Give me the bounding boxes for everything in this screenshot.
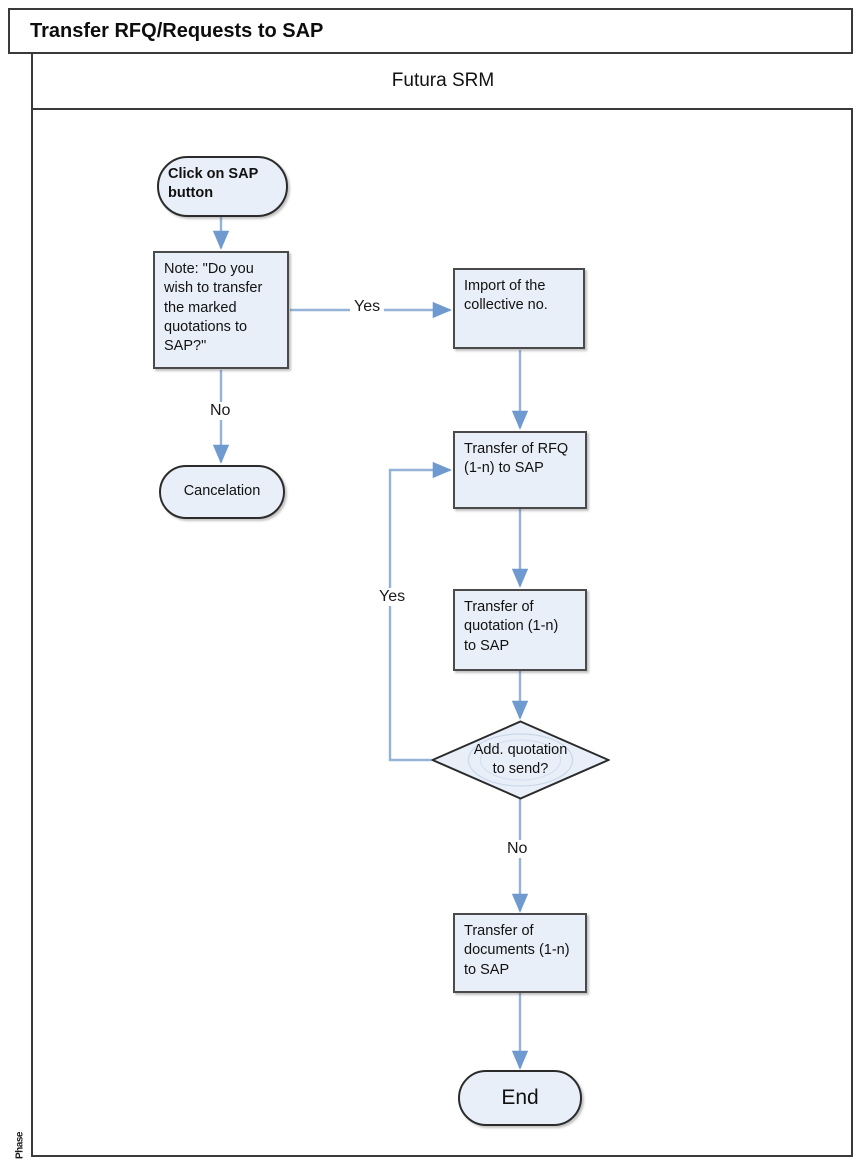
node-transfer-rfq-label: Transfer of RFQ (1-n) to SAP xyxy=(464,441,569,477)
phase-label: Phase xyxy=(14,1132,26,1159)
node-transfer-rfq[interactable]: Transfer of RFQ (1-n) to SAP xyxy=(453,431,587,509)
node-transfer-documents[interactable]: Transfer of documents (1-n) to SAP xyxy=(453,913,587,993)
node-note[interactable]: Note: "Do you wish to transfer the marke… xyxy=(153,251,289,369)
node-end[interactable]: End xyxy=(458,1070,582,1126)
lane-header: Futura SRM xyxy=(33,54,853,110)
node-note-label: Note: "Do you wish to transfer the marke… xyxy=(164,261,263,355)
pool-frame xyxy=(8,8,853,1157)
node-transfer-documents-label: Transfer of documents (1-n) to SAP xyxy=(464,923,570,978)
node-transfer-quotation[interactable]: Transfer of quotation (1-n) to SAP xyxy=(453,589,587,671)
node-start[interactable]: Click on SAP button xyxy=(157,156,288,217)
phase-band: Phase xyxy=(8,54,33,1159)
lane-title: Futura SRM xyxy=(391,70,495,91)
edge-label-note-no: No xyxy=(206,402,235,420)
node-cancelation[interactable]: Cancelation xyxy=(159,465,285,519)
edge-label-decision-yes: Yes xyxy=(375,588,410,606)
page-title: Transfer RFQ/Requests to SAP xyxy=(30,19,324,42)
decision-diamond-shape xyxy=(431,720,610,800)
node-start-label: Click on SAP button xyxy=(168,166,259,202)
pool-title-bar: Transfer RFQ/Requests to SAP xyxy=(8,8,853,54)
node-end-label: End xyxy=(501,1086,539,1110)
node-import-collective-label: Import of the collective no. xyxy=(464,278,548,314)
node-decision-add-quotation[interactable]: Add. quotation to send? xyxy=(431,720,610,800)
node-import-collective[interactable]: Import of the collective no. xyxy=(453,268,585,349)
edge-label-decision-no: No xyxy=(503,840,532,858)
node-transfer-quotation-label: Transfer of quotation (1-n) to SAP xyxy=(464,599,559,654)
edge-label-note-yes: Yes xyxy=(350,298,385,316)
node-cancelation-label: Cancelation xyxy=(183,483,261,500)
node-decision-add-quotation-label: Add. quotation to send? xyxy=(473,741,568,777)
